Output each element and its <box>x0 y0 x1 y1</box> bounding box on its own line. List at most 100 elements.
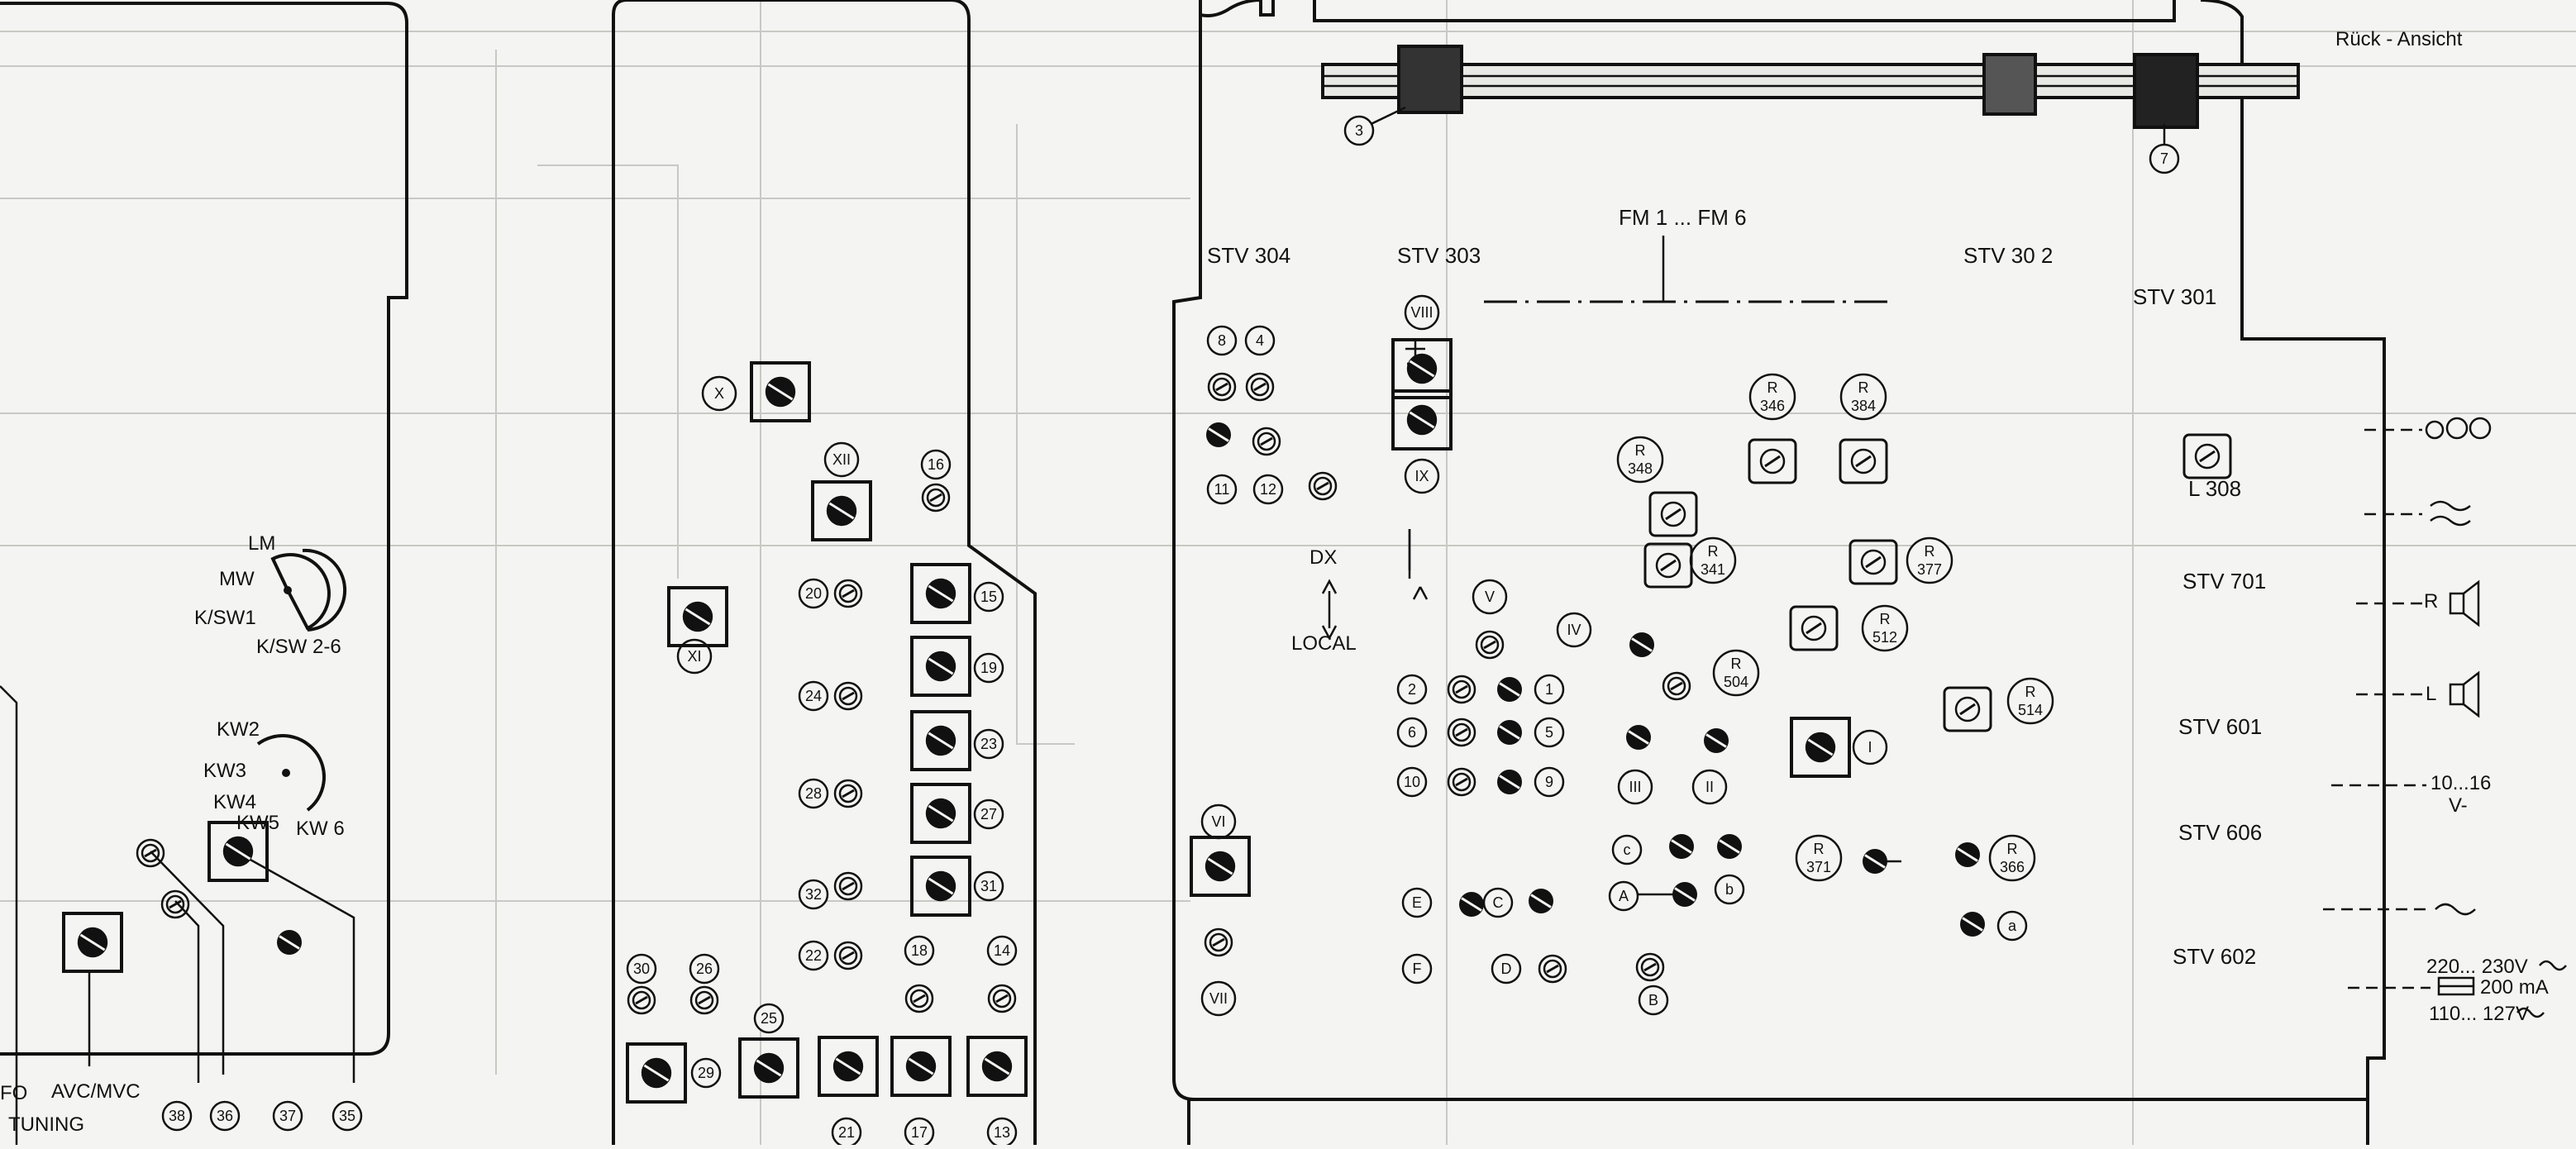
trim-screw[interactable] <box>833 681 863 711</box>
trim-potentiometer[interactable] <box>1748 438 1797 484</box>
core-screw[interactable] <box>682 601 713 632</box>
adjust-screw[interactable] <box>1672 882 1697 907</box>
coil-core-adjuster[interactable] <box>1190 836 1251 897</box>
adjust-screw[interactable] <box>1955 842 1980 867</box>
trim-screw[interactable] <box>1447 718 1476 747</box>
coil-core-adjuster[interactable] <box>738 1037 799 1099</box>
trim-screw[interactable] <box>1635 952 1665 982</box>
core-screw[interactable] <box>77 927 108 958</box>
coil-core-adjuster[interactable] <box>910 563 971 624</box>
trim-screw[interactable] <box>833 779 863 808</box>
core-screw[interactable] <box>925 651 956 682</box>
marker-36-text: 36 <box>217 1108 233 1124</box>
trim-potentiometer[interactable] <box>1839 438 1888 484</box>
adjust-screw[interactable] <box>1863 849 1887 874</box>
coil-core-adjuster[interactable] <box>811 480 872 541</box>
adjust-screw[interactable] <box>1497 720 1522 745</box>
trim-screw[interactable] <box>689 985 719 1015</box>
coil-core-adjuster[interactable] <box>890 1036 952 1097</box>
trim-potentiometer[interactable] <box>1849 539 1898 585</box>
trim-screw[interactable] <box>1447 767 1476 797</box>
coil-core-adjuster[interactable] <box>208 821 269 882</box>
core-screw[interactable] <box>832 1051 864 1082</box>
letter-marker-B-text: B <box>1648 992 1658 1008</box>
resistor-number: 346 <box>1760 398 1785 414</box>
coil-core-adjuster[interactable] <box>910 710 971 771</box>
core-screw[interactable] <box>925 578 956 609</box>
coil-core-adjuster[interactable] <box>910 856 971 917</box>
trim-screw[interactable] <box>1538 954 1567 984</box>
adjust-screw[interactable] <box>1626 725 1651 750</box>
adjust-screw[interactable] <box>1669 834 1694 859</box>
adjust-screw[interactable] <box>1704 728 1729 753</box>
marker-22: 22 <box>798 940 829 971</box>
adjust-screw[interactable] <box>277 930 302 955</box>
coil-core-adjuster[interactable] <box>1391 389 1453 451</box>
core-screw[interactable] <box>905 1051 937 1082</box>
resistor-letter: R <box>1708 543 1719 560</box>
coil-core-adjuster[interactable] <box>910 636 971 697</box>
trim-screw[interactable] <box>1204 927 1233 957</box>
coil-core-adjuster[interactable] <box>750 361 811 422</box>
coil-core-adjuster[interactable] <box>667 586 728 647</box>
coil-core-adjuster[interactable] <box>62 912 123 973</box>
coil-core-adjuster[interactable] <box>818 1036 879 1097</box>
core-screw[interactable] <box>222 836 254 867</box>
coil-core-adjuster[interactable] <box>966 1036 1028 1097</box>
adjust-screw[interactable] <box>1459 892 1484 917</box>
core-screw[interactable] <box>1205 851 1236 882</box>
fo-label: FO <box>0 1082 27 1104</box>
trim-screw[interactable] <box>1252 427 1281 456</box>
core-screw[interactable] <box>765 376 796 408</box>
trim-screw[interactable] <box>160 889 190 919</box>
trim-screw[interactable] <box>1207 372 1237 402</box>
adjust-screw[interactable] <box>1497 677 1522 702</box>
trim-screw[interactable] <box>1308 471 1338 501</box>
core-screw[interactable] <box>1406 404 1438 436</box>
adjust-screw[interactable] <box>1529 889 1553 913</box>
trim-potentiometer[interactable] <box>1643 542 1693 589</box>
coil-core-adjuster[interactable] <box>626 1042 687 1104</box>
trim-screw[interactable] <box>987 984 1017 1013</box>
core-screw[interactable] <box>1805 732 1836 763</box>
trim-screw[interactable] <box>136 838 165 868</box>
trim-screw[interactable] <box>1447 675 1476 704</box>
marker-9-text: 9 <box>1545 774 1553 790</box>
core-screw[interactable] <box>641 1057 672 1089</box>
board-outlines <box>0 0 2386 1145</box>
trim-screw[interactable] <box>833 941 863 970</box>
coil-core-adjuster[interactable] <box>910 783 971 844</box>
core-screw[interactable] <box>1406 353 1438 384</box>
trim-screw[interactable] <box>1475 630 1505 660</box>
marker-4: 4 <box>1244 325 1276 356</box>
adjust-screw[interactable] <box>1629 632 1654 657</box>
tuning-shaft <box>1321 45 2300 147</box>
core-screw[interactable] <box>826 495 857 527</box>
coil-core-adjuster[interactable] <box>1790 717 1851 778</box>
trim-screw[interactable] <box>1245 372 1275 402</box>
trim-potentiometer[interactable] <box>2182 433 2232 479</box>
adjust-screw[interactable] <box>1206 422 1231 447</box>
resistor-number: 366 <box>2000 859 2025 875</box>
core-screw[interactable] <box>753 1052 785 1084</box>
trim-screw[interactable] <box>921 483 951 513</box>
trim-potentiometer[interactable] <box>1943 686 1992 732</box>
resistor-letter: R <box>1814 841 1825 857</box>
trim-screw[interactable] <box>904 984 934 1013</box>
trim-potentiometer[interactable] <box>1648 491 1698 537</box>
adjust-screw[interactable] <box>1717 834 1742 859</box>
core-screw[interactable] <box>925 870 956 902</box>
core-screw[interactable] <box>925 798 956 829</box>
letter-marker-D-text: D <box>1501 961 1512 977</box>
adjust-screw[interactable] <box>1960 912 1985 937</box>
trim-screw[interactable] <box>833 871 863 901</box>
coil-core-adjuster[interactable] <box>1391 338 1453 399</box>
adjust-screw[interactable] <box>1497 770 1522 794</box>
core-screw[interactable] <box>981 1051 1013 1082</box>
core-screw[interactable] <box>925 725 956 756</box>
trim-screw[interactable] <box>1662 671 1691 701</box>
trim-screw[interactable] <box>627 985 656 1015</box>
trim-screw[interactable] <box>833 579 863 608</box>
letter-marker-A: A <box>1608 880 1639 912</box>
trim-potentiometer[interactable] <box>1789 605 1839 651</box>
